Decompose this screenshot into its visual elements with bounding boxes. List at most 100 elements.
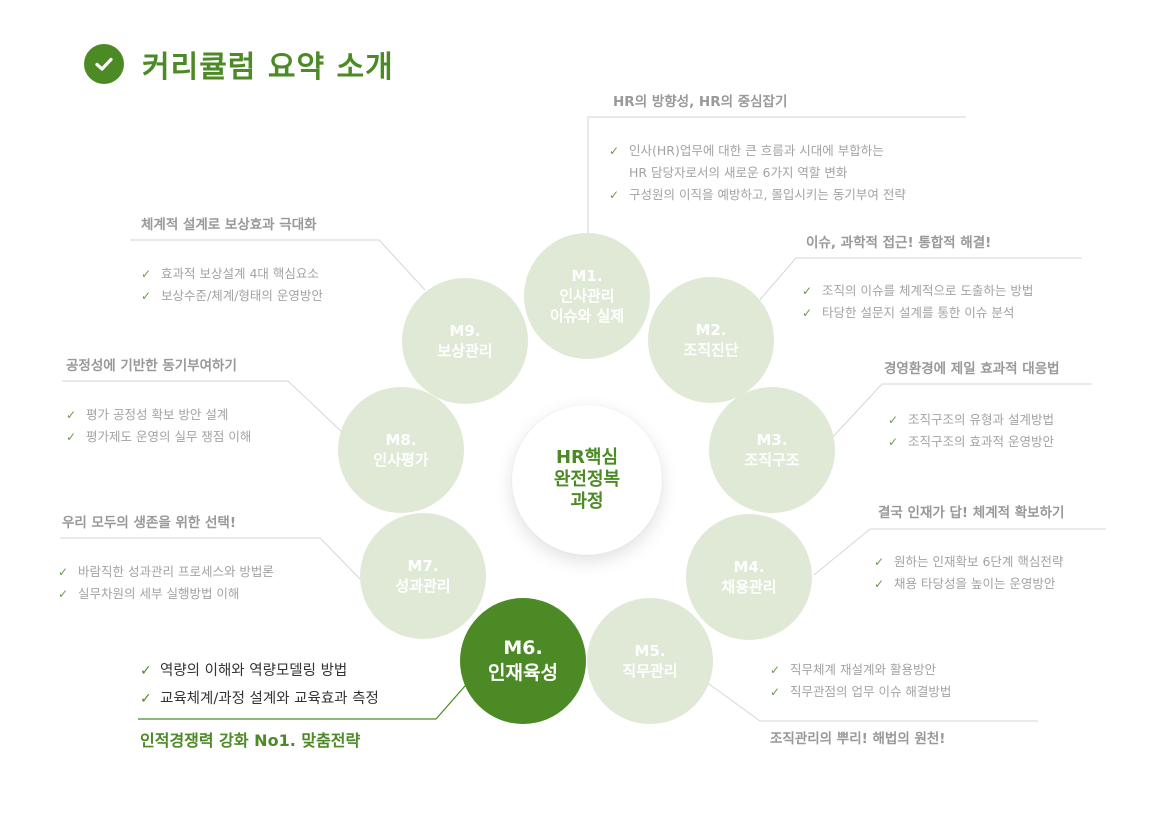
description-m8: 공정성에 기반한 동기부여하기 ✓평가 공정성 확보 방안 설계 ✓평가제도 운…: [66, 354, 251, 448]
bullet-item: ✓채용 타당성을 높이는 운영방안: [874, 573, 1064, 595]
connector-m5: [693, 672, 1038, 722]
connector-m8: [62, 380, 344, 434]
check-icon: ✓: [609, 188, 620, 202]
check-icon: ✓: [770, 685, 781, 699]
bullet-item: ✓실무차원의 세부 실행방법 이해: [58, 583, 274, 605]
bullet-item: ✓직무체계 재설계와 활용방안: [770, 659, 951, 681]
bullet-item: ✓조직의 이슈를 체계적으로 도출하는 방법: [802, 280, 1033, 302]
connector-m3: [829, 383, 1092, 441]
center-hub: HR핵심 완전정복 과정: [512, 405, 662, 555]
check-icon: ✓: [58, 587, 69, 601]
check-icon: ✓: [874, 577, 885, 591]
module-name: 채용관리: [721, 578, 777, 596]
module-name: 직무관리: [622, 662, 678, 680]
module-circle-m9: M9. 보상관리: [402, 278, 528, 404]
check-icon: ✓: [874, 555, 885, 569]
connector-m1: [587, 116, 966, 240]
bullet-item: HR 담당자로서의 새로운 6가지 역할 변화: [629, 165, 848, 180]
check-icon: ✓: [802, 306, 813, 320]
bullet-item: ✓보상수준/체계/형태의 운영방안: [141, 285, 323, 307]
connector-m6: [138, 677, 473, 720]
check-icon: ✓: [66, 430, 77, 444]
module-circle-m6: M6. 인재육성: [460, 598, 586, 724]
bullet-item: ✓원하는 인재확보 6단계 핵심전략: [874, 551, 1064, 573]
module-circle-m8: M8. 인사평가: [338, 387, 464, 513]
description-heading: 우리 모두의 생존을 위한 선택!: [62, 515, 236, 531]
bullet-item: ✓구성원의 이직을 예방하고, 몰입시키는 동기부여 전략: [609, 184, 906, 206]
module-code: M7.: [407, 557, 439, 575]
module-circle-m2: M2. 조직진단: [648, 277, 774, 403]
module-circle-m3: M3. 조직구조: [709, 387, 835, 513]
description-m7: 우리 모두의 생존을 위한 선택! ✓바람직한 성과관리 프로세스와 방법론 ✓…: [58, 511, 274, 605]
check-icon: ✓: [141, 289, 152, 303]
connector-m9: [130, 239, 426, 291]
module-name: 조직진단: [683, 341, 739, 359]
description-m9: 체계적 설계로 보상효과 극대화 ✓효과적 보상설계 4대 핵심요소 ✓보상수준…: [141, 213, 323, 307]
module-name: 인재육성: [488, 662, 558, 684]
check-icon: ✓: [888, 413, 899, 427]
check-icon: ✓: [66, 408, 77, 422]
check-icon: ✓: [58, 565, 69, 579]
module-circle-m7: M7. 성과관리: [360, 513, 486, 639]
module-code: M2.: [695, 321, 727, 339]
module-code: M4.: [733, 558, 765, 576]
center-label-line: 완전정복: [553, 469, 621, 490]
connector-m7: [60, 537, 363, 582]
center-label-line: HR핵심: [555, 447, 619, 468]
check-icon: ✓: [609, 144, 620, 158]
bullet-item: ✓역량의 이해와 역량모델링 방법: [140, 657, 379, 685]
module-code: M8.: [385, 431, 417, 449]
description-heading: 경영환경에 제일 효과적 대응법: [884, 361, 1060, 377]
page-title: 커리큘럼 요약 소개: [142, 50, 394, 85]
check-icon: ✓: [770, 663, 781, 677]
module-circle-m5: M5. 직무관리: [587, 598, 713, 724]
bullet-item: ✓효과적 보상설계 4대 핵심요소: [141, 263, 323, 285]
description-heading: 조직관리의 뿌리! 해법의 원천!: [770, 731, 946, 747]
description-heading: 결국 인재가 답! 체계적 확보하기: [878, 505, 1065, 521]
module-code: M5.: [634, 642, 666, 660]
bullet-item: ✓인사(HR)업무에 대한 큰 흐름과 시대에 부합하는: [609, 140, 906, 162]
description-m1: HR의 방향성, HR의 중심잡기 ✓인사(HR)업무에 대한 큰 흐름과 시대…: [609, 90, 906, 206]
module-circle-m1: M1. 인사관리 이슈와 실제: [524, 233, 650, 359]
description-heading: HR의 방향성, HR의 중심잡기: [613, 94, 788, 110]
module-code: M1.: [571, 267, 603, 285]
description-m4: 결국 인재가 답! 체계적 확보하기 ✓원하는 인재확보 6단계 핵심전략 ✓채…: [874, 501, 1065, 595]
bullet-item: ✓바람직한 성과관리 프로세스와 방법론: [58, 561, 274, 583]
check-icon: ✓: [140, 663, 152, 679]
bullet-item: ✓교육체계/과정 설계와 교육효과 측정: [140, 685, 379, 713]
bullet-item: ✓타당한 설문지 설계를 통한 이슈 분석: [802, 302, 1033, 324]
description-footer: 인적경쟁력 강화 No1. 맞춤전략: [140, 731, 361, 750]
check-icon: ✓: [141, 267, 152, 281]
bullet-item: ✓조직구조의 유형과 설계방법: [888, 409, 1060, 431]
module-code: M6.: [503, 637, 543, 659]
module-name: 이슈와 실제: [549, 307, 625, 325]
check-icon: ✓: [802, 284, 813, 298]
description-m3: 경영환경에 제일 효과적 대응법 ✓조직구조의 유형과 설계방법 ✓조직구조의 …: [884, 357, 1060, 453]
module-circle-m4: M4. 채용관리: [686, 514, 812, 640]
module-name: 성과관리: [395, 577, 451, 595]
bullet-item: ✓조직구조의 효과적 운영방안: [888, 431, 1060, 453]
check-circle-icon: [84, 44, 124, 84]
bullet-item: ✓평가 공정성 확보 방안 설계: [66, 404, 251, 426]
description-heading: 이슈, 과학적 접근! 통합적 해결!: [806, 235, 992, 251]
description-heading: 체계적 설계로 보상효과 극대화: [141, 217, 317, 233]
description-m2: 이슈, 과학적 접근! 통합적 해결! ✓조직의 이슈를 체계적으로 도출하는 …: [802, 231, 1033, 324]
bullet-item: ✓직무관점의 업무 이슈 해결방법: [770, 681, 951, 703]
description-heading: 공정성에 기반한 동기부여하기: [66, 358, 237, 374]
module-code: M3.: [756, 431, 788, 449]
check-icon: ✓: [140, 691, 152, 707]
connector-m4: [813, 528, 1106, 576]
module-name: 보상관리: [437, 342, 493, 360]
section-title: 커리큘럼 요약 소개: [84, 42, 394, 86]
module-name: 인사평가: [373, 451, 429, 469]
module-name: 조직구조: [744, 451, 800, 469]
center-label-line: 과정: [570, 491, 604, 512]
bullet-item: ✓평가제도 운영의 실무 쟁점 이해: [66, 426, 251, 448]
module-code: M9.: [449, 322, 481, 340]
description-m6: ✓역량의 이해와 역량모델링 방법 ✓교육체계/과정 설계와 교육효과 측정 인…: [140, 657, 379, 751]
check-icon: ✓: [888, 435, 899, 449]
description-m5: ✓직무체계 재설계와 활용방안 ✓직무관점의 업무 이슈 해결방법 조직관리의 …: [770, 659, 951, 747]
module-name: 인사관리: [559, 287, 615, 305]
